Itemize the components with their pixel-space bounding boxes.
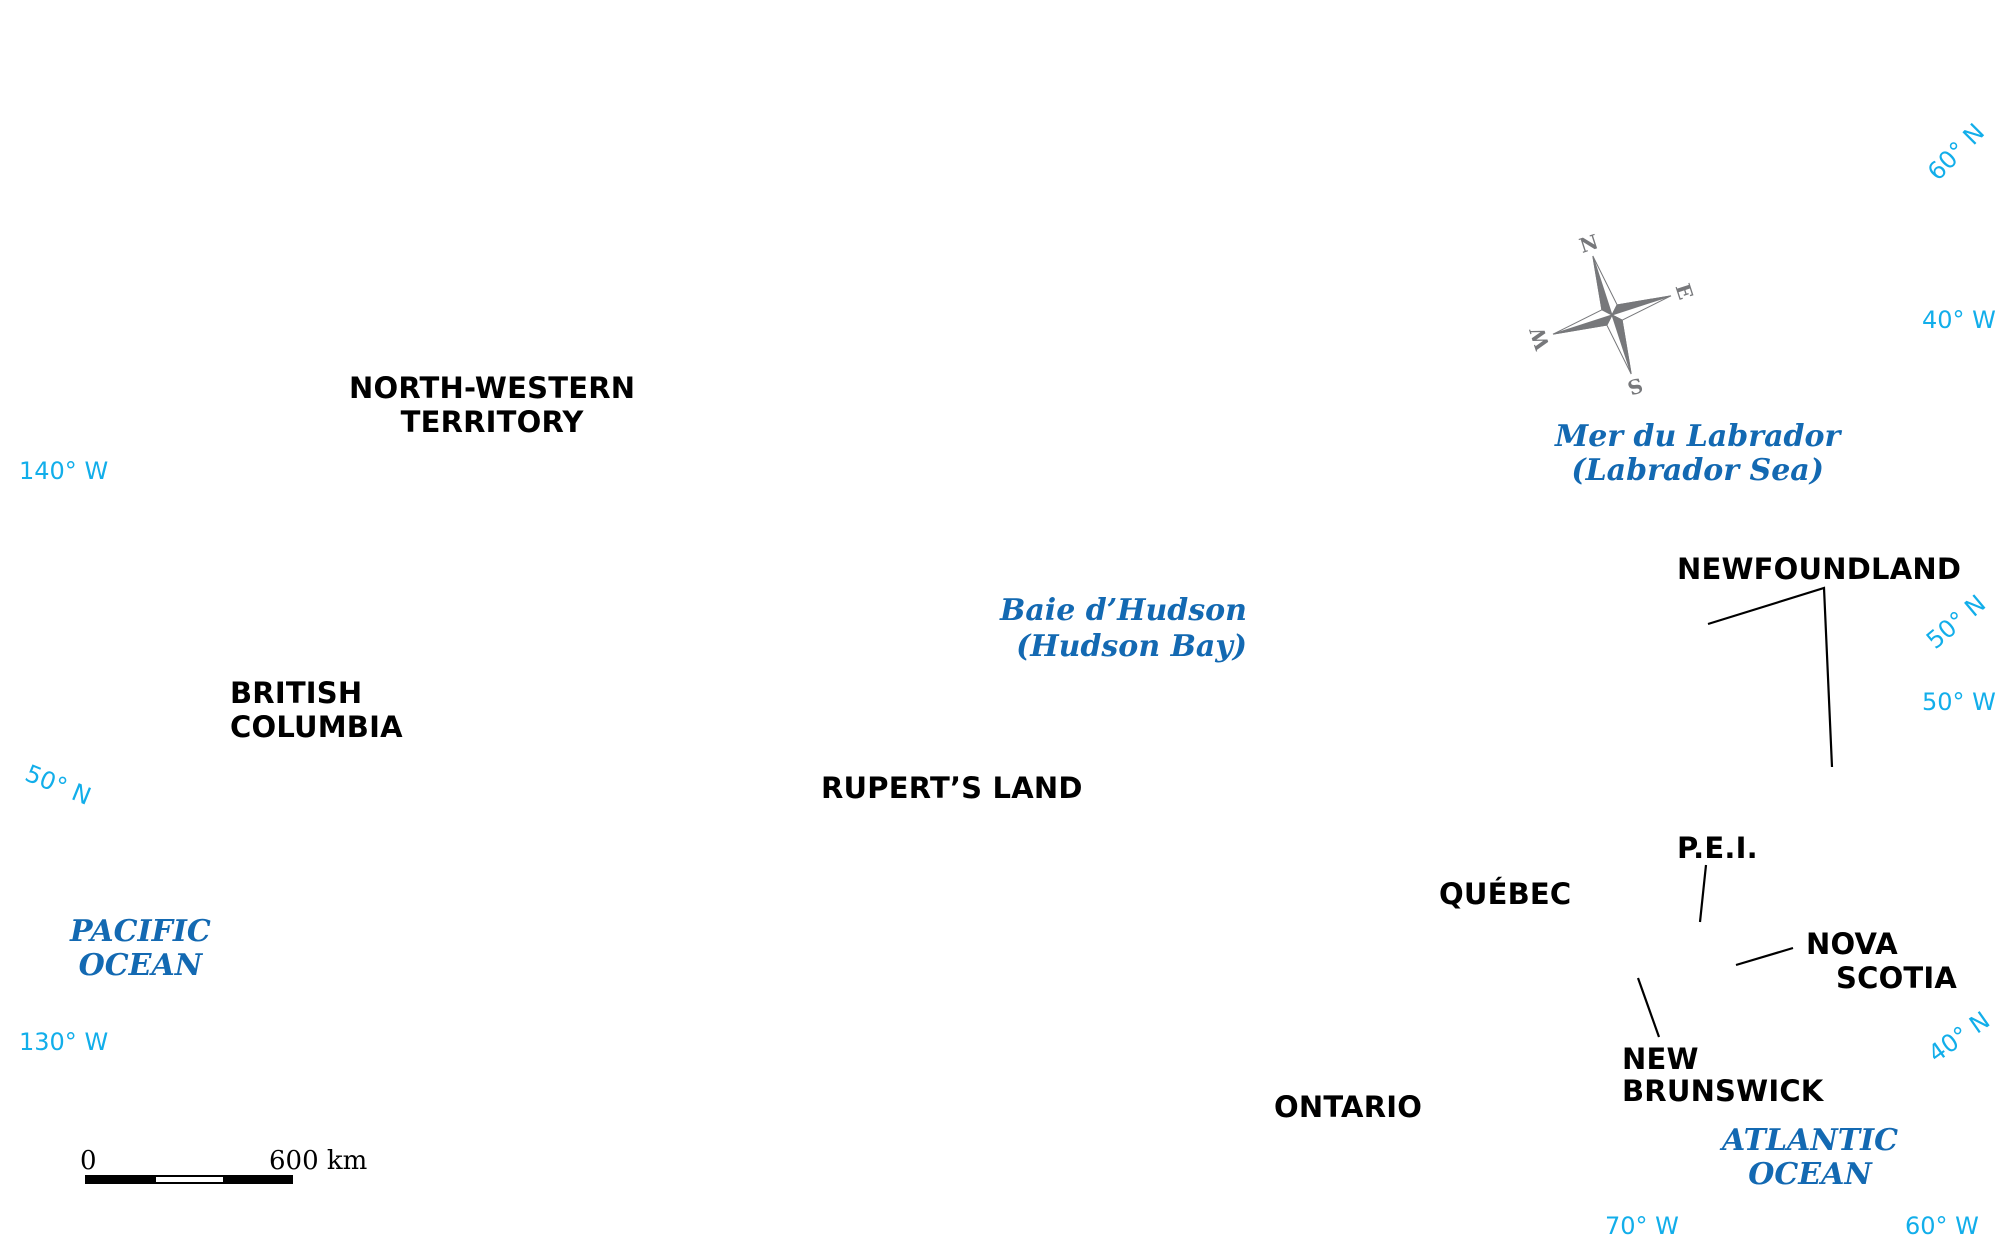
- label-british-columbia: BRITISH COLUMBIA: [230, 676, 403, 744]
- new-brunswick-leader-line: [1636, 977, 1661, 1038]
- scale-bar: [85, 1175, 293, 1184]
- compass-s: S: [1625, 373, 1646, 400]
- label-north-western-territory: NORTH-WESTERN TERRITORY: [349, 371, 636, 439]
- compass-e: E: [1671, 281, 1699, 303]
- compass-rose-icon: N E S W: [1525, 229, 1699, 400]
- scale-start-label: 0: [80, 1146, 97, 1176]
- compass-n: N: [1576, 229, 1601, 257]
- label-hudson-bay: Baie d’Hudson (Hudson Bay): [1000, 593, 1247, 664]
- label-pacific-ocean: PACIFIC OCEAN: [70, 914, 211, 983]
- graticule-60w: 60° W: [1905, 1212, 1979, 1240]
- scale-end-label: 600 km: [269, 1146, 368, 1176]
- graticule-130w: 130° W: [19, 1028, 109, 1056]
- pei-leader-line: [1698, 864, 1708, 923]
- label-ruperts-land: RUPERT’S LAND: [821, 771, 1083, 805]
- compass-w: W: [1525, 324, 1555, 354]
- graticule-70w: 70° W: [1605, 1212, 1679, 1240]
- graticule-140w: 140° W: [19, 457, 109, 485]
- nova-scotia-leader-line: [1735, 946, 1794, 967]
- graticule-50w: 50° W: [1922, 688, 1996, 716]
- label-new-brunswick: NEW BRUNSWICK: [1622, 1042, 1824, 1108]
- label-quebec: QUÉBEC: [1439, 877, 1572, 911]
- label-nova-scotia: NOVA SCOTIA: [1806, 927, 1958, 995]
- graticule-40w: 40° W: [1922, 306, 1996, 334]
- label-ontario: ONTARIO: [1274, 1090, 1423, 1124]
- label-labrador-sea: Mer du Labrador (Labrador Sea): [1555, 419, 1841, 488]
- label-pei: P.E.I.: [1677, 831, 1758, 865]
- newfoundland-leader-line: [1707, 586, 1834, 768]
- label-newfoundland: NEWFOUNDLAND: [1677, 552, 1962, 586]
- label-atlantic-ocean: ATLANTIC OCEAN: [1722, 1123, 1898, 1192]
